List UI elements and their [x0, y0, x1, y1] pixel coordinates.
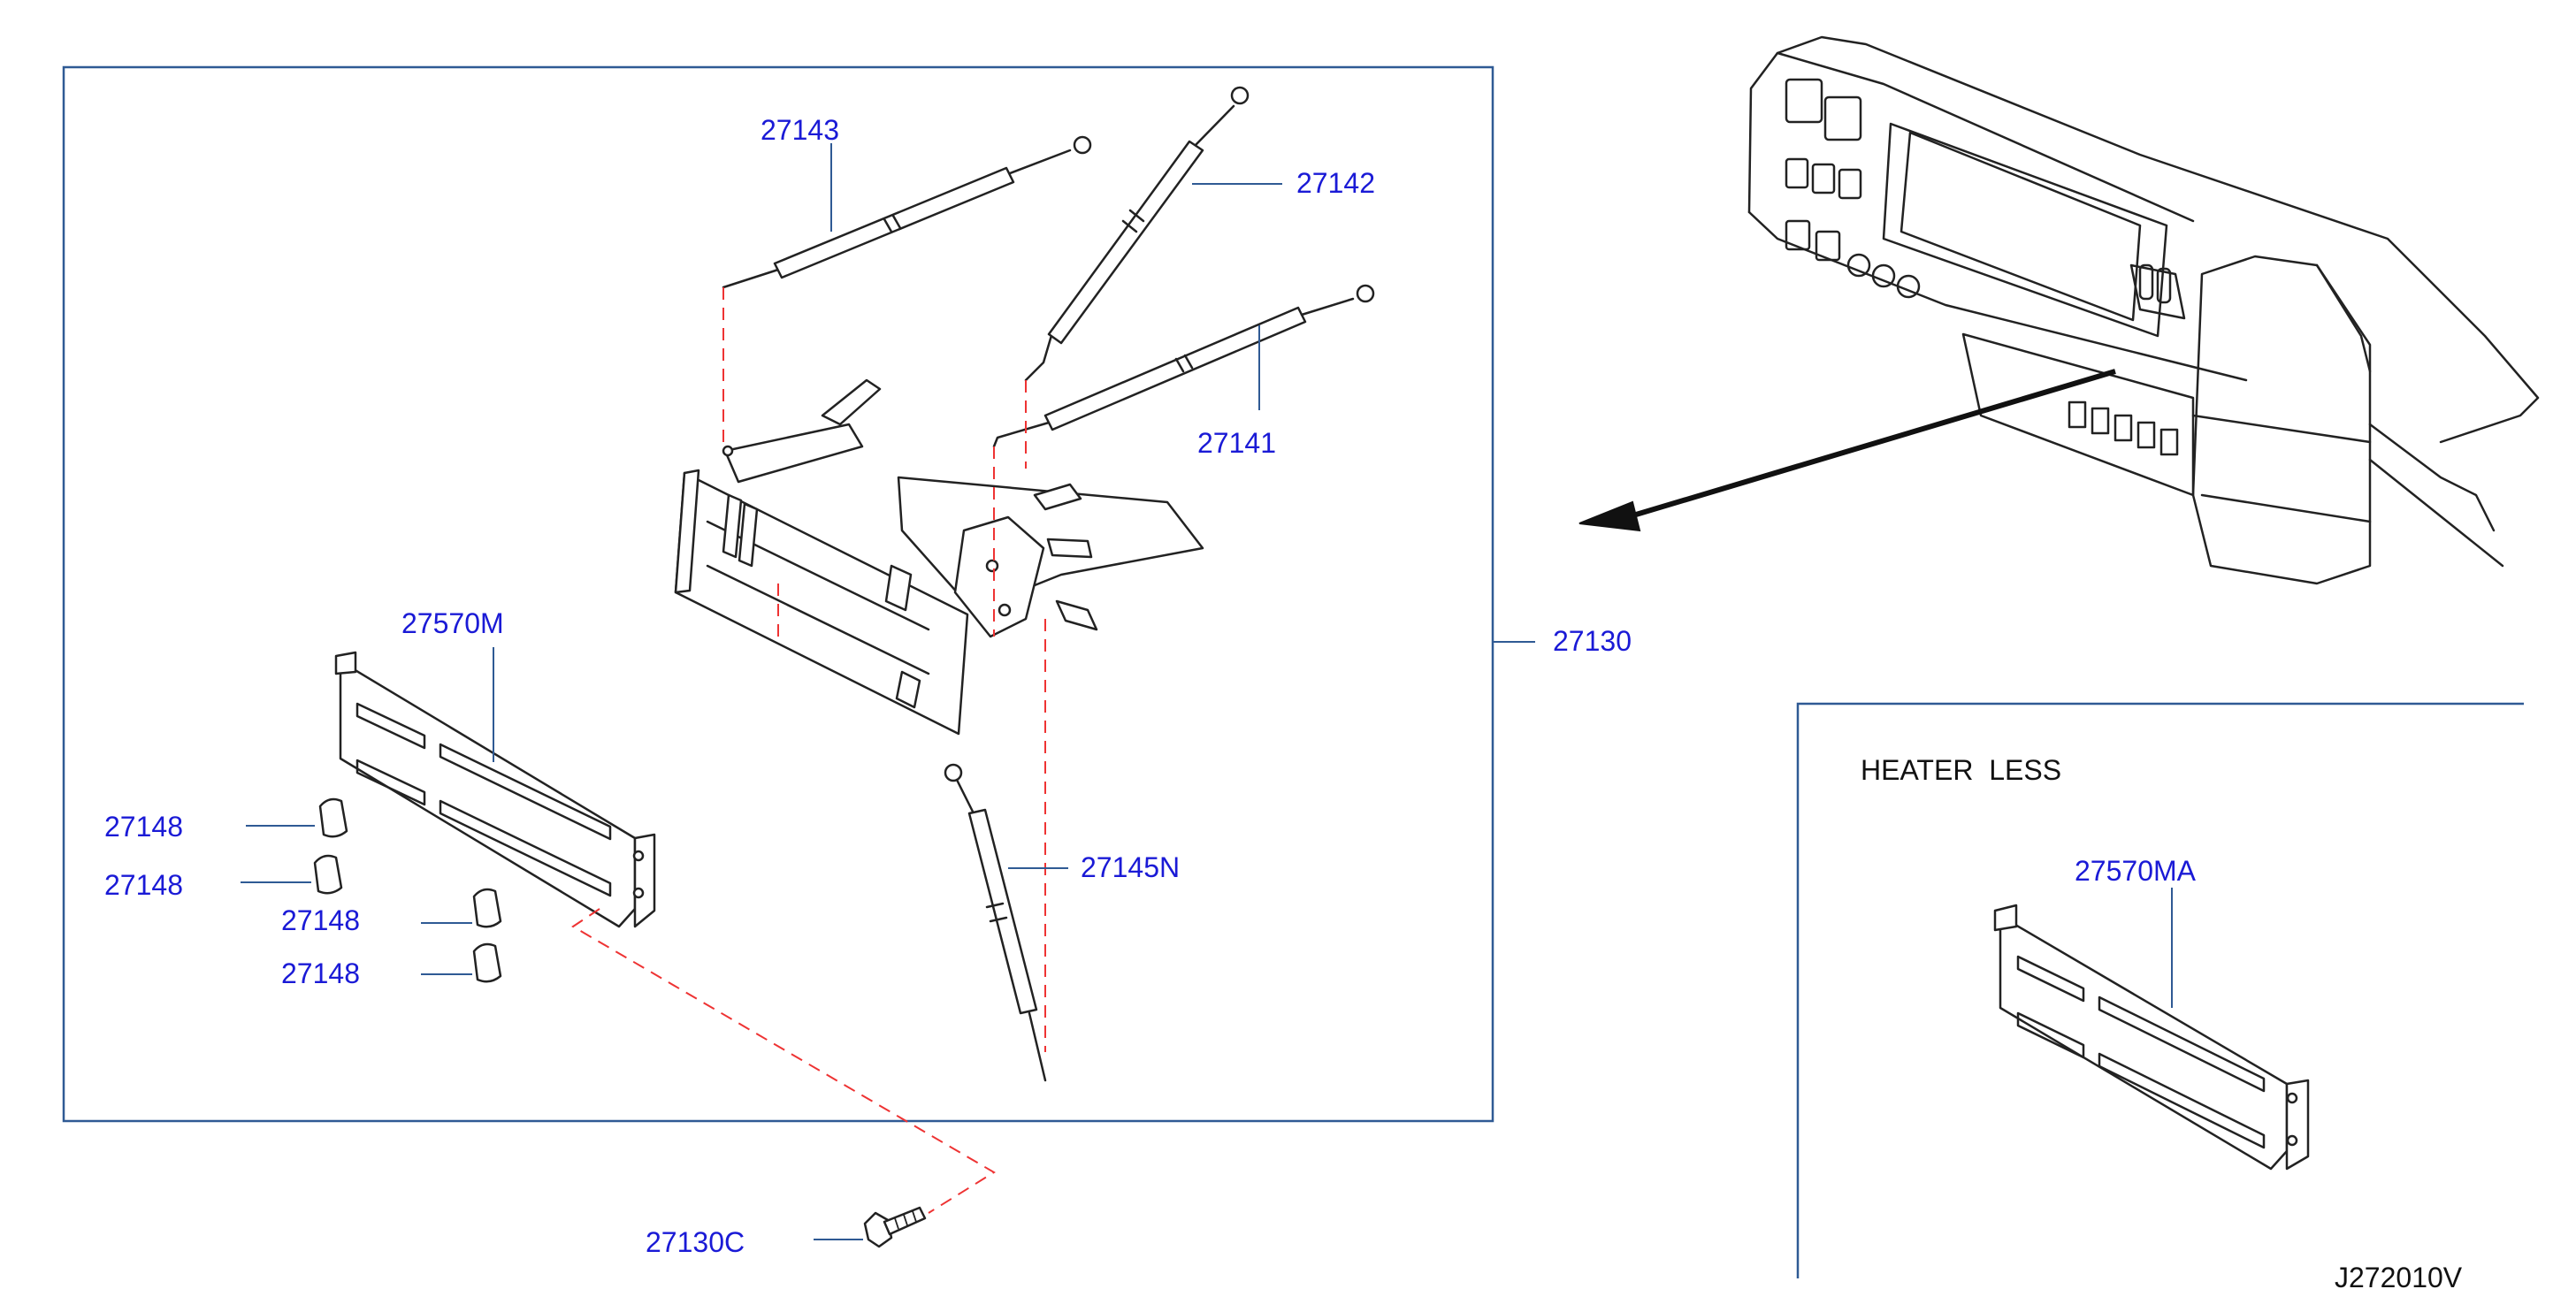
- callout-27145N: 27145N: [1081, 851, 1180, 883]
- assembly-frame: [62, 65, 1494, 1123]
- cable-27141: [992, 284, 1375, 448]
- callout-27143: 27143: [761, 114, 839, 146]
- callout-27141: 27141: [1197, 427, 1276, 459]
- knob-27148-4: [472, 942, 502, 983]
- control-bracket: [674, 378, 1204, 736]
- cable-27143: [722, 135, 1092, 289]
- screw-27130C: [863, 1206, 927, 1248]
- dashboard-overview: [1747, 35, 2540, 585]
- callout-27142: 27142: [1296, 167, 1375, 199]
- callout-27570MA: 27570MA: [2075, 855, 2197, 887]
- face-plate-27570M: [334, 651, 656, 928]
- callout-27148-2: 27148: [104, 869, 183, 901]
- callout-27130C: 27130C: [646, 1226, 745, 1258]
- callout-27570M: 27570M: [401, 607, 504, 639]
- face-plate-27570MA: [1993, 904, 2310, 1171]
- knob-27148-3: [472, 888, 502, 928]
- inset-frame: [1796, 702, 2524, 1278]
- inset-title: HEATER LESS: [1861, 754, 2061, 786]
- callout-27148-4: 27148: [281, 957, 360, 989]
- knob-27148-2: [313, 854, 343, 895]
- cable-27142: [1024, 86, 1250, 382]
- cable-27145N: [944, 763, 1047, 1082]
- leader-lines: [241, 143, 2173, 1240]
- diagram-code: J272010V: [2335, 1262, 2463, 1293]
- pointer-arrow: [1578, 369, 2116, 532]
- callout-27148-1: 27148: [104, 811, 183, 843]
- installation-guide-lines: [571, 287, 1046, 1214]
- callout-27148-3: 27148: [281, 904, 360, 936]
- callout-27130: 27130: [1553, 625, 1632, 657]
- knob-27148-1: [318, 797, 348, 838]
